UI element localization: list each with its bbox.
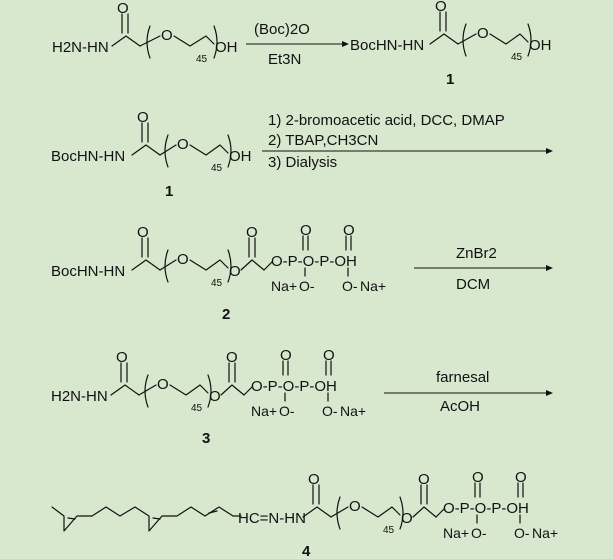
ester-o-label: O [209, 388, 221, 405]
counterion-right: Na+ [340, 403, 366, 419]
peg-repeat-count: 45 [211, 278, 223, 289]
peg-repeat-count: 45 [191, 403, 203, 414]
reagent-znbr2: ZnBr2 [456, 245, 497, 262]
compound-number-1b: 1 [165, 183, 173, 200]
oxide-right: O- [514, 525, 530, 541]
carbonyl-o-label: O [137, 224, 149, 241]
ether-o-label: O [477, 25, 489, 42]
ether-o-label: O [161, 27, 173, 44]
peg-repeat-count: 45 [383, 525, 395, 536]
ester-carbonyl-o: O [418, 471, 430, 488]
row-2-starting-material: BocHN-HN O O 45 OH 1 [51, 109, 252, 200]
ether-o-label: O [157, 376, 169, 393]
peg-repeat-count: 45 [211, 163, 223, 174]
carbonyl-o-label: O [308, 471, 320, 488]
oxide-left: O- [471, 525, 487, 541]
farnesyl-chain [51, 506, 242, 532]
phosphoryl-o-2: O [343, 222, 355, 239]
bochn-hn-label: BocHN-HN [51, 263, 125, 280]
reaction-arrow-1: (Boc)2O Et3N [246, 21, 349, 68]
hydroxyl-label: OH [529, 37, 552, 54]
compound-number-4: 4 [302, 543, 311, 559]
row-1-product: BocHN-HN O O 45 OH 1 [350, 0, 552, 88]
phosphate-chain: O-P-O-P-OH [443, 500, 529, 517]
hydroxyl-label: OH [229, 148, 252, 165]
ester-carbonyl-o: O [246, 224, 258, 241]
phosphoryl-o-1: O [280, 347, 292, 364]
row-3-compound-2: BocHN-HN O O 45 O O O-P-O-P-OH O O Na+ O… [51, 222, 386, 323]
reagent-farnesal: farnesal [436, 369, 489, 386]
reaction-arrow-3: ZnBr2 DCM [414, 245, 553, 293]
phosphate-chain: O-P-O-P-OH [251, 378, 337, 395]
counterion-right: Na+ [360, 278, 386, 294]
peg-chain: O O 45 OH [111, 0, 238, 65]
reaction-arrow-4: farnesal AcOH [384, 369, 553, 415]
reagent-et3n: Et3N [268, 51, 301, 68]
oxide-left: O- [279, 403, 295, 419]
compound-number-2: 2 [222, 306, 230, 323]
reagent-boc2o: (Boc)2O [254, 21, 310, 38]
reagent-acoh: AcOH [440, 398, 480, 415]
compound-number-1: 1 [446, 71, 454, 88]
counterion-left: Na+ [271, 278, 297, 294]
ether-o-label: O [177, 251, 189, 268]
oxide-right: O- [322, 403, 338, 419]
counterion-left: Na+ [443, 525, 469, 541]
row-4-compound-3: H2N-HN O O 45 O O O-P-O-P-OH O O Na+ O- … [51, 347, 366, 447]
bochn-hn-label: BocHN-HN [51, 148, 125, 165]
ester-o-label: O [401, 510, 413, 527]
oxide-left: O- [299, 278, 315, 294]
carbonyl-o-label: O [117, 0, 129, 17]
carbonyl-o-label: O [116, 349, 128, 366]
carbonyl-o-label: O [435, 0, 447, 15]
hydroxyl-label: OH [215, 39, 238, 56]
row-5-compound-4: HC=N-HN O O 45 O O O-P-O-P-OH O O Na+ O-… [51, 469, 558, 559]
phosphoryl-o-1: O [472, 469, 484, 486]
ether-o-label: O [349, 498, 361, 515]
phosphoryl-o-2: O [323, 347, 335, 364]
oxide-right: O- [342, 278, 358, 294]
phosphate-chain: O-P-O-P-OH [271, 253, 357, 270]
reagent-line-1: 1) 2-bromoacetic acid, DCC, DMAP [268, 112, 505, 129]
reagent-line-3: 3) Dialysis [268, 154, 337, 171]
peg-repeat-count: 45 [511, 52, 523, 63]
hydrazone-label: HC=N-HN [238, 510, 306, 527]
counterion-left: Na+ [251, 403, 277, 419]
compound-number-3: 3 [202, 430, 210, 447]
h2n-hn-label: H2N-HN [51, 388, 108, 405]
ester-carbonyl-o: O [226, 349, 238, 366]
carbonyl-o-label: O [137, 109, 149, 126]
bochn-hn-label: BocHN-HN [350, 37, 424, 54]
counterion-right: Na+ [532, 525, 558, 541]
phosphoryl-o-1: O [300, 222, 312, 239]
ester-o-label: O [229, 263, 241, 280]
row-1-starting-material: H2N-HN O O 45 OH [52, 0, 238, 65]
h2n-hn-label: H2N-HN [52, 39, 109, 56]
reagent-dcm: DCM [456, 276, 490, 293]
peg-repeat-count: 45 [196, 54, 208, 65]
reagent-line-2: 2) TBAP,CH3CN [268, 132, 378, 149]
reaction-arrow-2: 1) 2-bromoacetic acid, DCC, DMAP 2) TBAP… [262, 112, 553, 171]
phosphoryl-o-2: O [515, 469, 527, 486]
ether-o-label: O [177, 136, 189, 153]
